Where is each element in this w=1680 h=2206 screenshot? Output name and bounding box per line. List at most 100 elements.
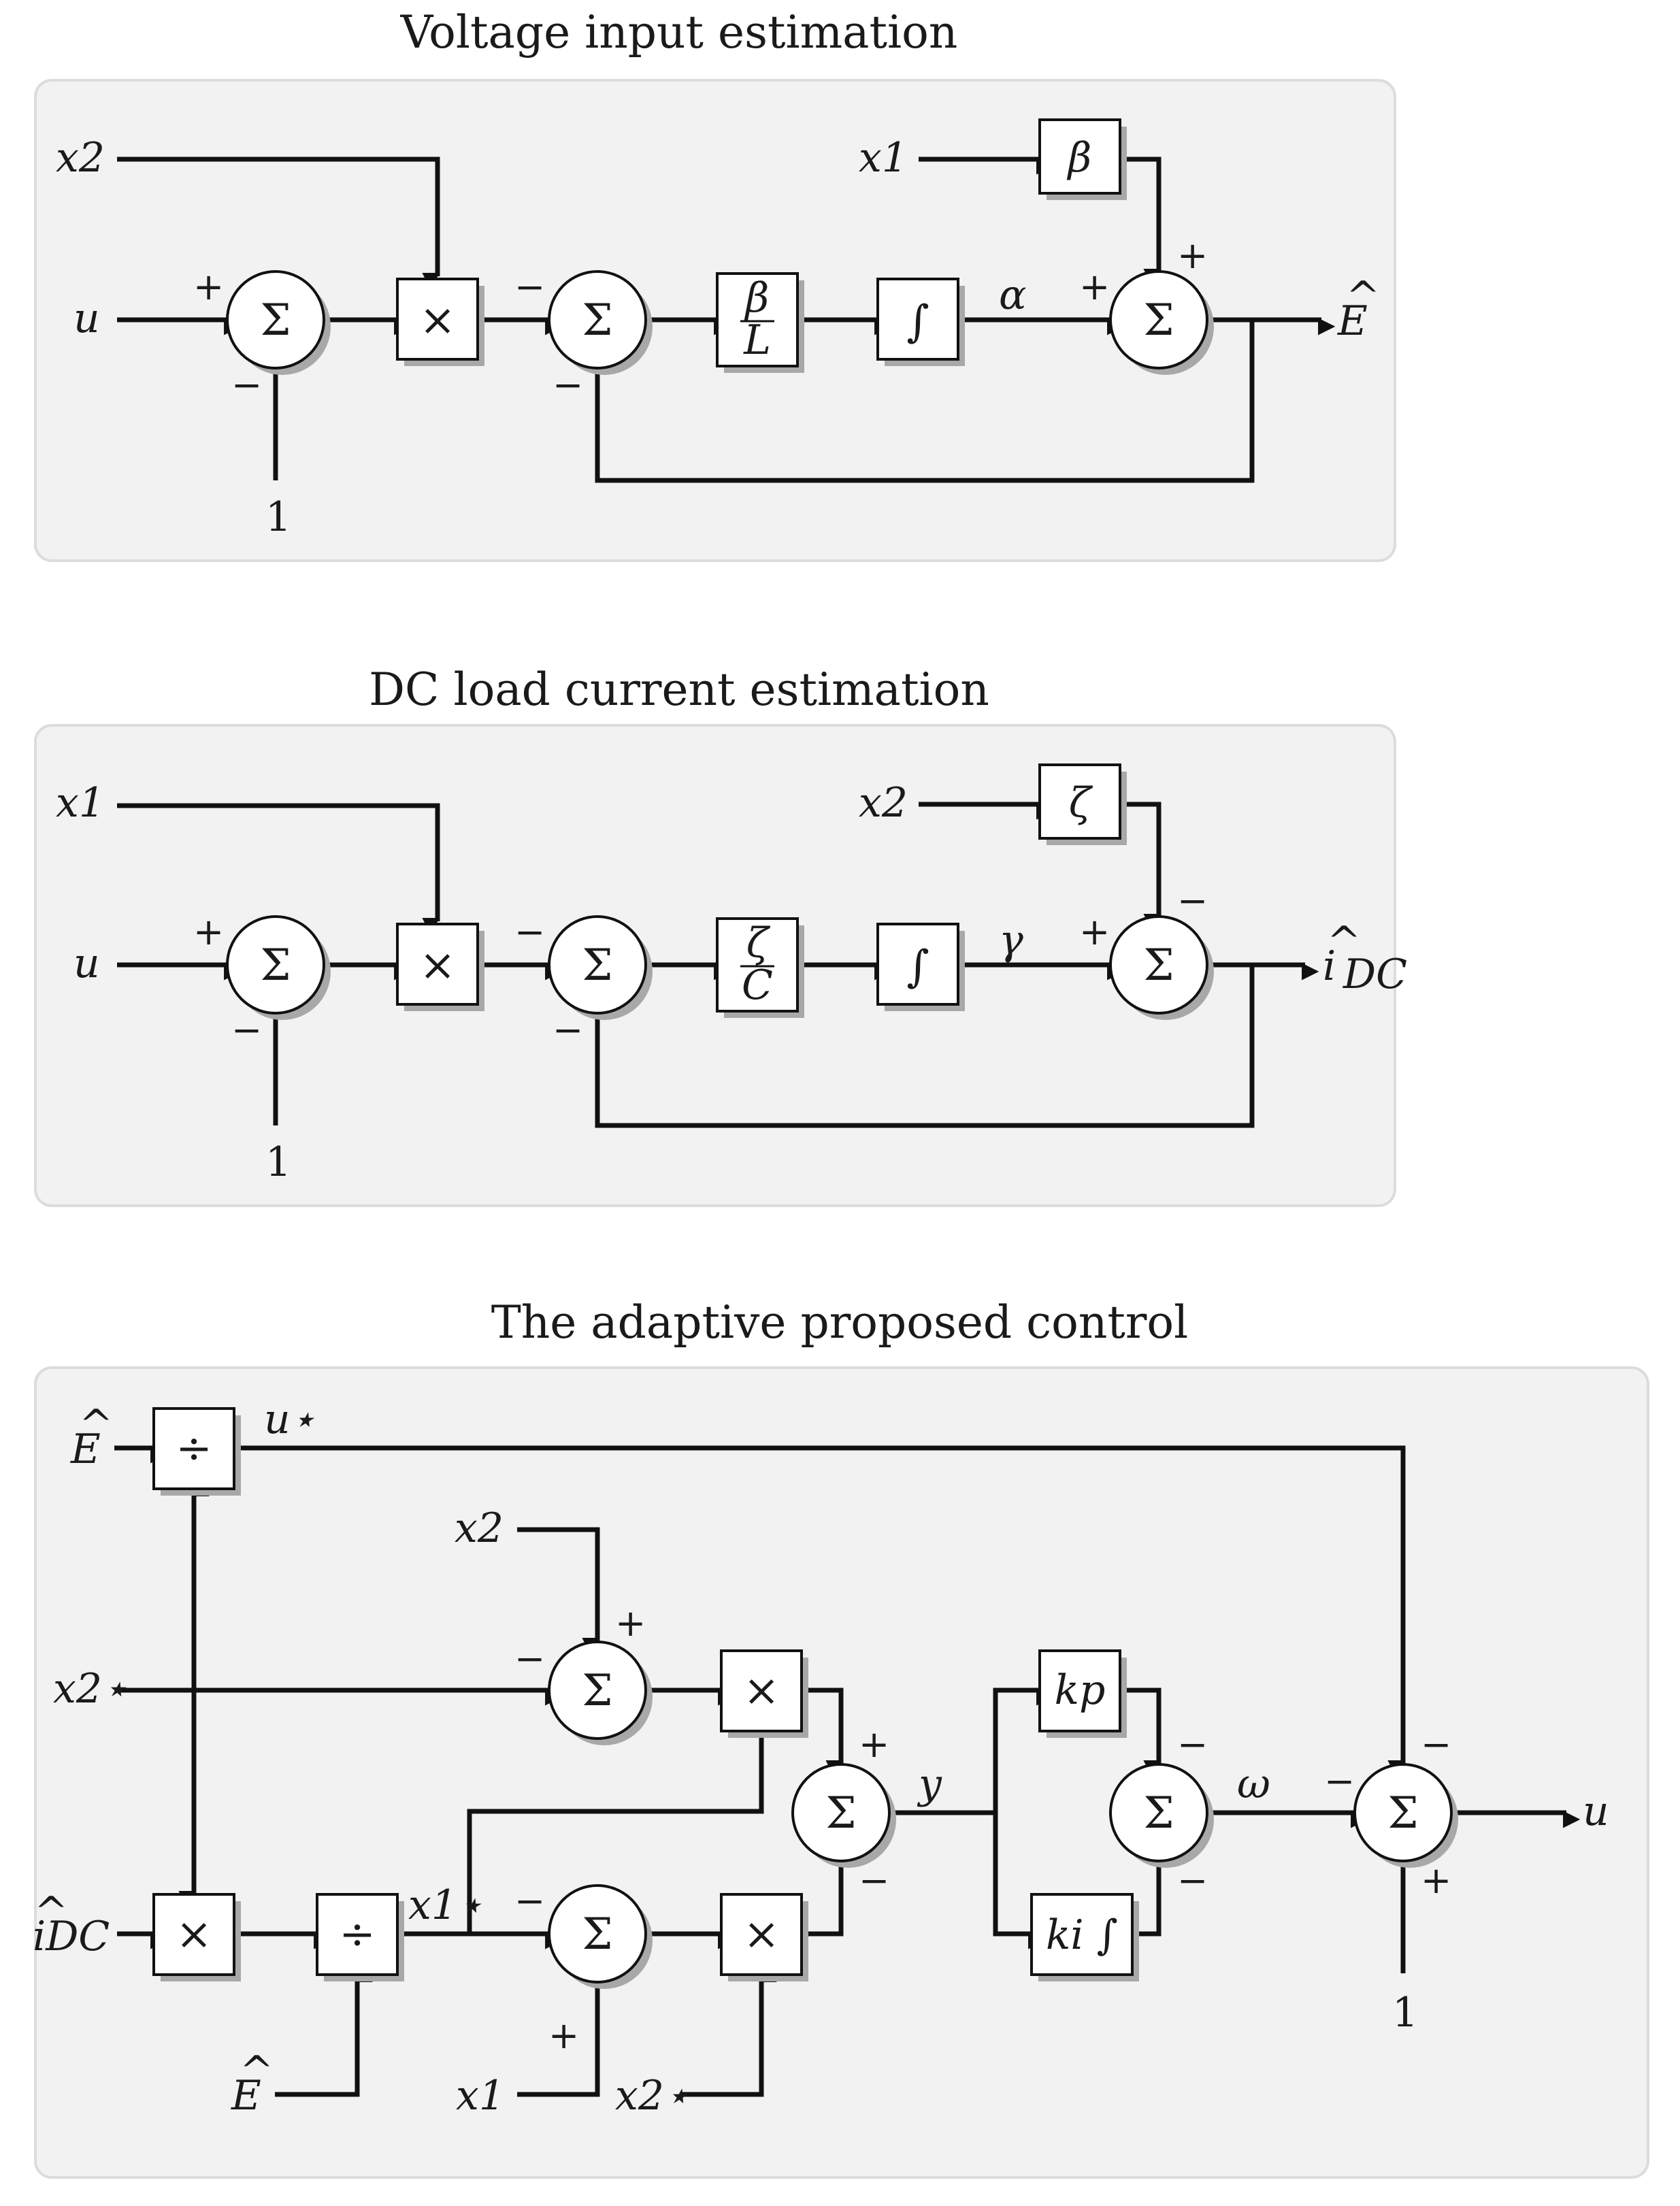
output-label: E ^ — [1337, 273, 1380, 345]
gain-block-kp: kp — [1038, 1649, 1127, 1738]
input-label: 1 — [265, 1138, 291, 1186]
input-label: x2 — [859, 779, 908, 827]
svg-text:^: ^ — [1327, 918, 1361, 966]
gain-block-beta-over-l: β L — [716, 272, 804, 373]
sign-label: − — [1177, 1723, 1208, 1766]
output-label: i DC ^ — [1323, 918, 1407, 998]
sign-label: + — [1421, 1859, 1451, 1902]
svg-text:i: i — [1323, 942, 1336, 990]
svg-text:iDC: iDC — [33, 1913, 110, 1960]
sign-label: + — [1177, 234, 1208, 277]
svg-text:C: C — [742, 961, 773, 1009]
sign-label: − — [514, 265, 545, 308]
svg-text:E: E — [231, 2072, 261, 2120]
input-label-e-hat: E ^ — [70, 1401, 113, 1473]
svg-text:kp: kp — [1055, 1666, 1106, 1714]
panel-title: Voltage input estimation — [400, 6, 958, 59]
signal-label: γ — [999, 917, 1023, 964]
wire-x1-bottom-to-sum-b — [517, 1969, 613, 2097]
integrator-block: ∫ — [876, 923, 965, 1011]
panel-adaptive-control: The adaptive proposed control ÷ — [33, 1296, 1649, 2179]
wire-mult-b-to-sum-y — [802, 1847, 857, 1937]
sign-label: + — [859, 1723, 889, 1766]
input-label-x2-star: x2⋆ — [53, 1665, 128, 1713]
signal-label-y: y — [917, 1760, 942, 1808]
sign-label: − — [553, 363, 583, 406]
panel-title: DC load current estimation — [369, 663, 989, 716]
svg-text:Σ: Σ — [825, 1788, 856, 1839]
sign-label: − — [231, 363, 262, 406]
summing-junction: Σ — [1109, 270, 1214, 375]
wire-feedback — [595, 320, 1255, 483]
summing-junction: Σ — [548, 1884, 653, 1989]
input-label: x2 — [56, 134, 105, 182]
divider-block: ÷ — [316, 1893, 404, 1981]
svg-text:E: E — [70, 1426, 101, 1473]
summing-junction: Σ — [226, 270, 331, 375]
wire-kp-to-sum-w — [1120, 1688, 1162, 1778]
svg-text:×: × — [743, 1666, 780, 1716]
signal-label: α — [999, 271, 1027, 319]
svg-text:Σ: Σ — [1387, 1788, 1418, 1839]
gain-block-zeta: ζ — [1038, 763, 1127, 845]
wire-x2-to-sum-a — [517, 1527, 600, 1656]
wire-u-star — [234, 1445, 1406, 1778]
sign-label: + — [193, 910, 224, 953]
sign-label: − — [1421, 1723, 1451, 1766]
svg-text:β: β — [744, 274, 770, 322]
svg-text:×: × — [419, 295, 456, 346]
svg-text:Σ: Σ — [582, 1909, 612, 1960]
summing-junction: Σ — [791, 1763, 896, 1868]
svg-text:Σ: Σ — [1143, 940, 1174, 991]
svg-text:Σ: Σ — [1143, 1788, 1174, 1839]
svg-text:β: β — [1067, 134, 1092, 182]
input-label-x2: x2 — [455, 1504, 504, 1552]
gain-block-zeta-over-c: ζ C — [716, 917, 804, 1018]
svg-text:Σ: Σ — [1143, 295, 1174, 346]
wire-x1-star-to-mult-a — [467, 1719, 777, 1934]
summing-junction: Σ — [1109, 915, 1214, 1020]
svg-text:ζ: ζ — [1069, 779, 1093, 827]
wire-y-to-kp — [889, 1688, 1054, 1815]
sign-label: − — [514, 1637, 545, 1680]
output-label-u: u — [1583, 1788, 1609, 1835]
sign-label: − — [859, 1859, 889, 1902]
input-label: u — [73, 940, 100, 987]
wire-x2-to-mult — [117, 157, 440, 291]
svg-text:Σ: Σ — [582, 1666, 612, 1716]
svg-text:×: × — [743, 1909, 780, 1960]
summing-junction: Σ — [548, 1641, 653, 1745]
panel-title: The adaptive proposed control — [491, 1296, 1189, 1349]
input-label-i-dc: iDC ^ — [33, 1888, 110, 1960]
signal-label-omega: ω — [1237, 1760, 1270, 1808]
svg-text:∫: ∫ — [906, 297, 929, 347]
wire-mult-a-to-sum-y — [802, 1688, 844, 1778]
svg-text:ζ: ζ — [746, 919, 771, 967]
svg-text:^: ^ — [34, 1888, 68, 1936]
input-label-one: 1 — [1392, 1989, 1418, 2037]
input-label-x1-bottom: x1 — [456, 2072, 505, 2120]
input-label: x1 — [859, 134, 908, 182]
summing-junction: Σ — [548, 915, 653, 1020]
input-label: x1 — [56, 779, 105, 827]
multiplier-block: × — [396, 278, 484, 366]
wire-ki-to-sum-w — [1132, 1847, 1174, 1937]
input-label-x2-star-bottom: x2⋆ — [615, 2072, 690, 2120]
summing-junction: Σ — [1353, 1763, 1458, 1868]
sign-label: − — [1324, 1760, 1355, 1802]
sign-label: + — [193, 265, 224, 308]
multiplier-block: × — [396, 923, 484, 1011]
svg-text:^: ^ — [79, 1401, 113, 1449]
input-label: u — [73, 295, 100, 342]
integrator-block: ∫ — [876, 278, 965, 366]
sign-label: + — [1079, 265, 1110, 308]
divider-block: ÷ — [152, 1407, 241, 1496]
svg-text:L: L — [743, 316, 771, 364]
wire-x2-star-bottom-to-mult-b — [680, 1964, 777, 2097]
summing-junction: Σ — [226, 915, 331, 1020]
svg-text:÷: ÷ — [176, 1423, 212, 1474]
wire-feedback — [595, 965, 1255, 1128]
signal-label-u-star: u⋆ — [264, 1396, 316, 1443]
svg-text:^: ^ — [1346, 273, 1380, 320]
svg-text:Σ: Σ — [582, 295, 612, 346]
